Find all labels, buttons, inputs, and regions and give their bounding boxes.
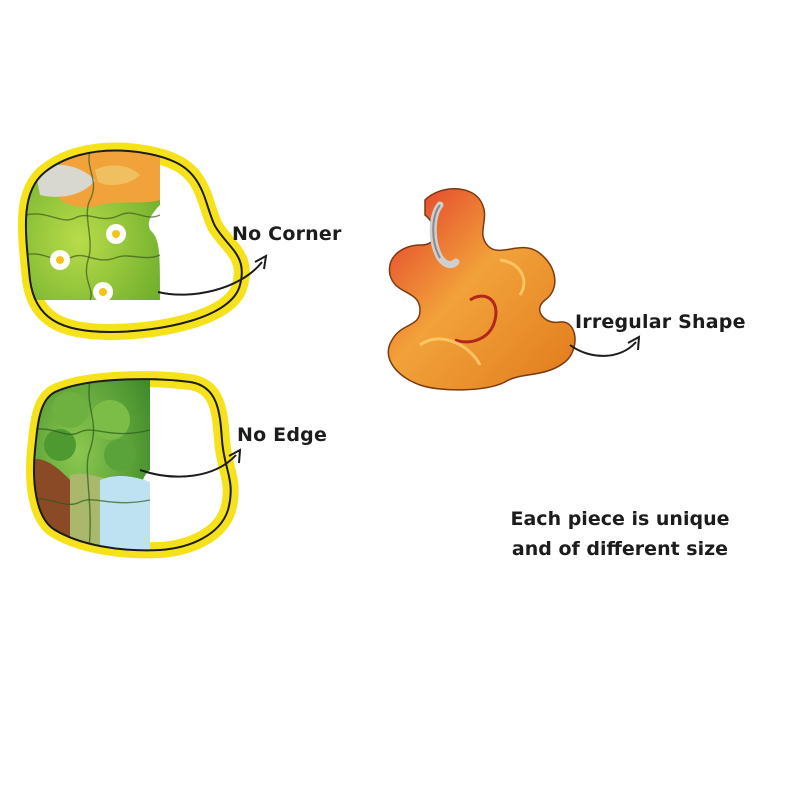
puzzle-fragment-corner [25, 150, 161, 302]
arrow-icon [139, 454, 237, 478]
daisy-icon [93, 282, 113, 302]
arrow-icon [569, 341, 637, 357]
note-line-2: and of different size [511, 538, 729, 560]
arrow-icon [157, 261, 263, 296]
irregular-puzzle-piece [387, 188, 641, 391]
daisy-icon [50, 250, 70, 270]
label-irregular-shape: Irregular Shape [575, 311, 746, 333]
no-corner-example [17, 142, 268, 340]
puzzle-piece-shape [387, 188, 576, 391]
note-line-1: Each piece is unique [510, 508, 730, 530]
no-edge-example [26, 371, 242, 559]
note-unique-pieces: Each piece is unique and of different si… [500, 504, 740, 564]
label-no-corner: No Corner [232, 223, 342, 245]
label-no-edge: No Edge [237, 424, 328, 446]
daisy-icon [106, 224, 126, 244]
